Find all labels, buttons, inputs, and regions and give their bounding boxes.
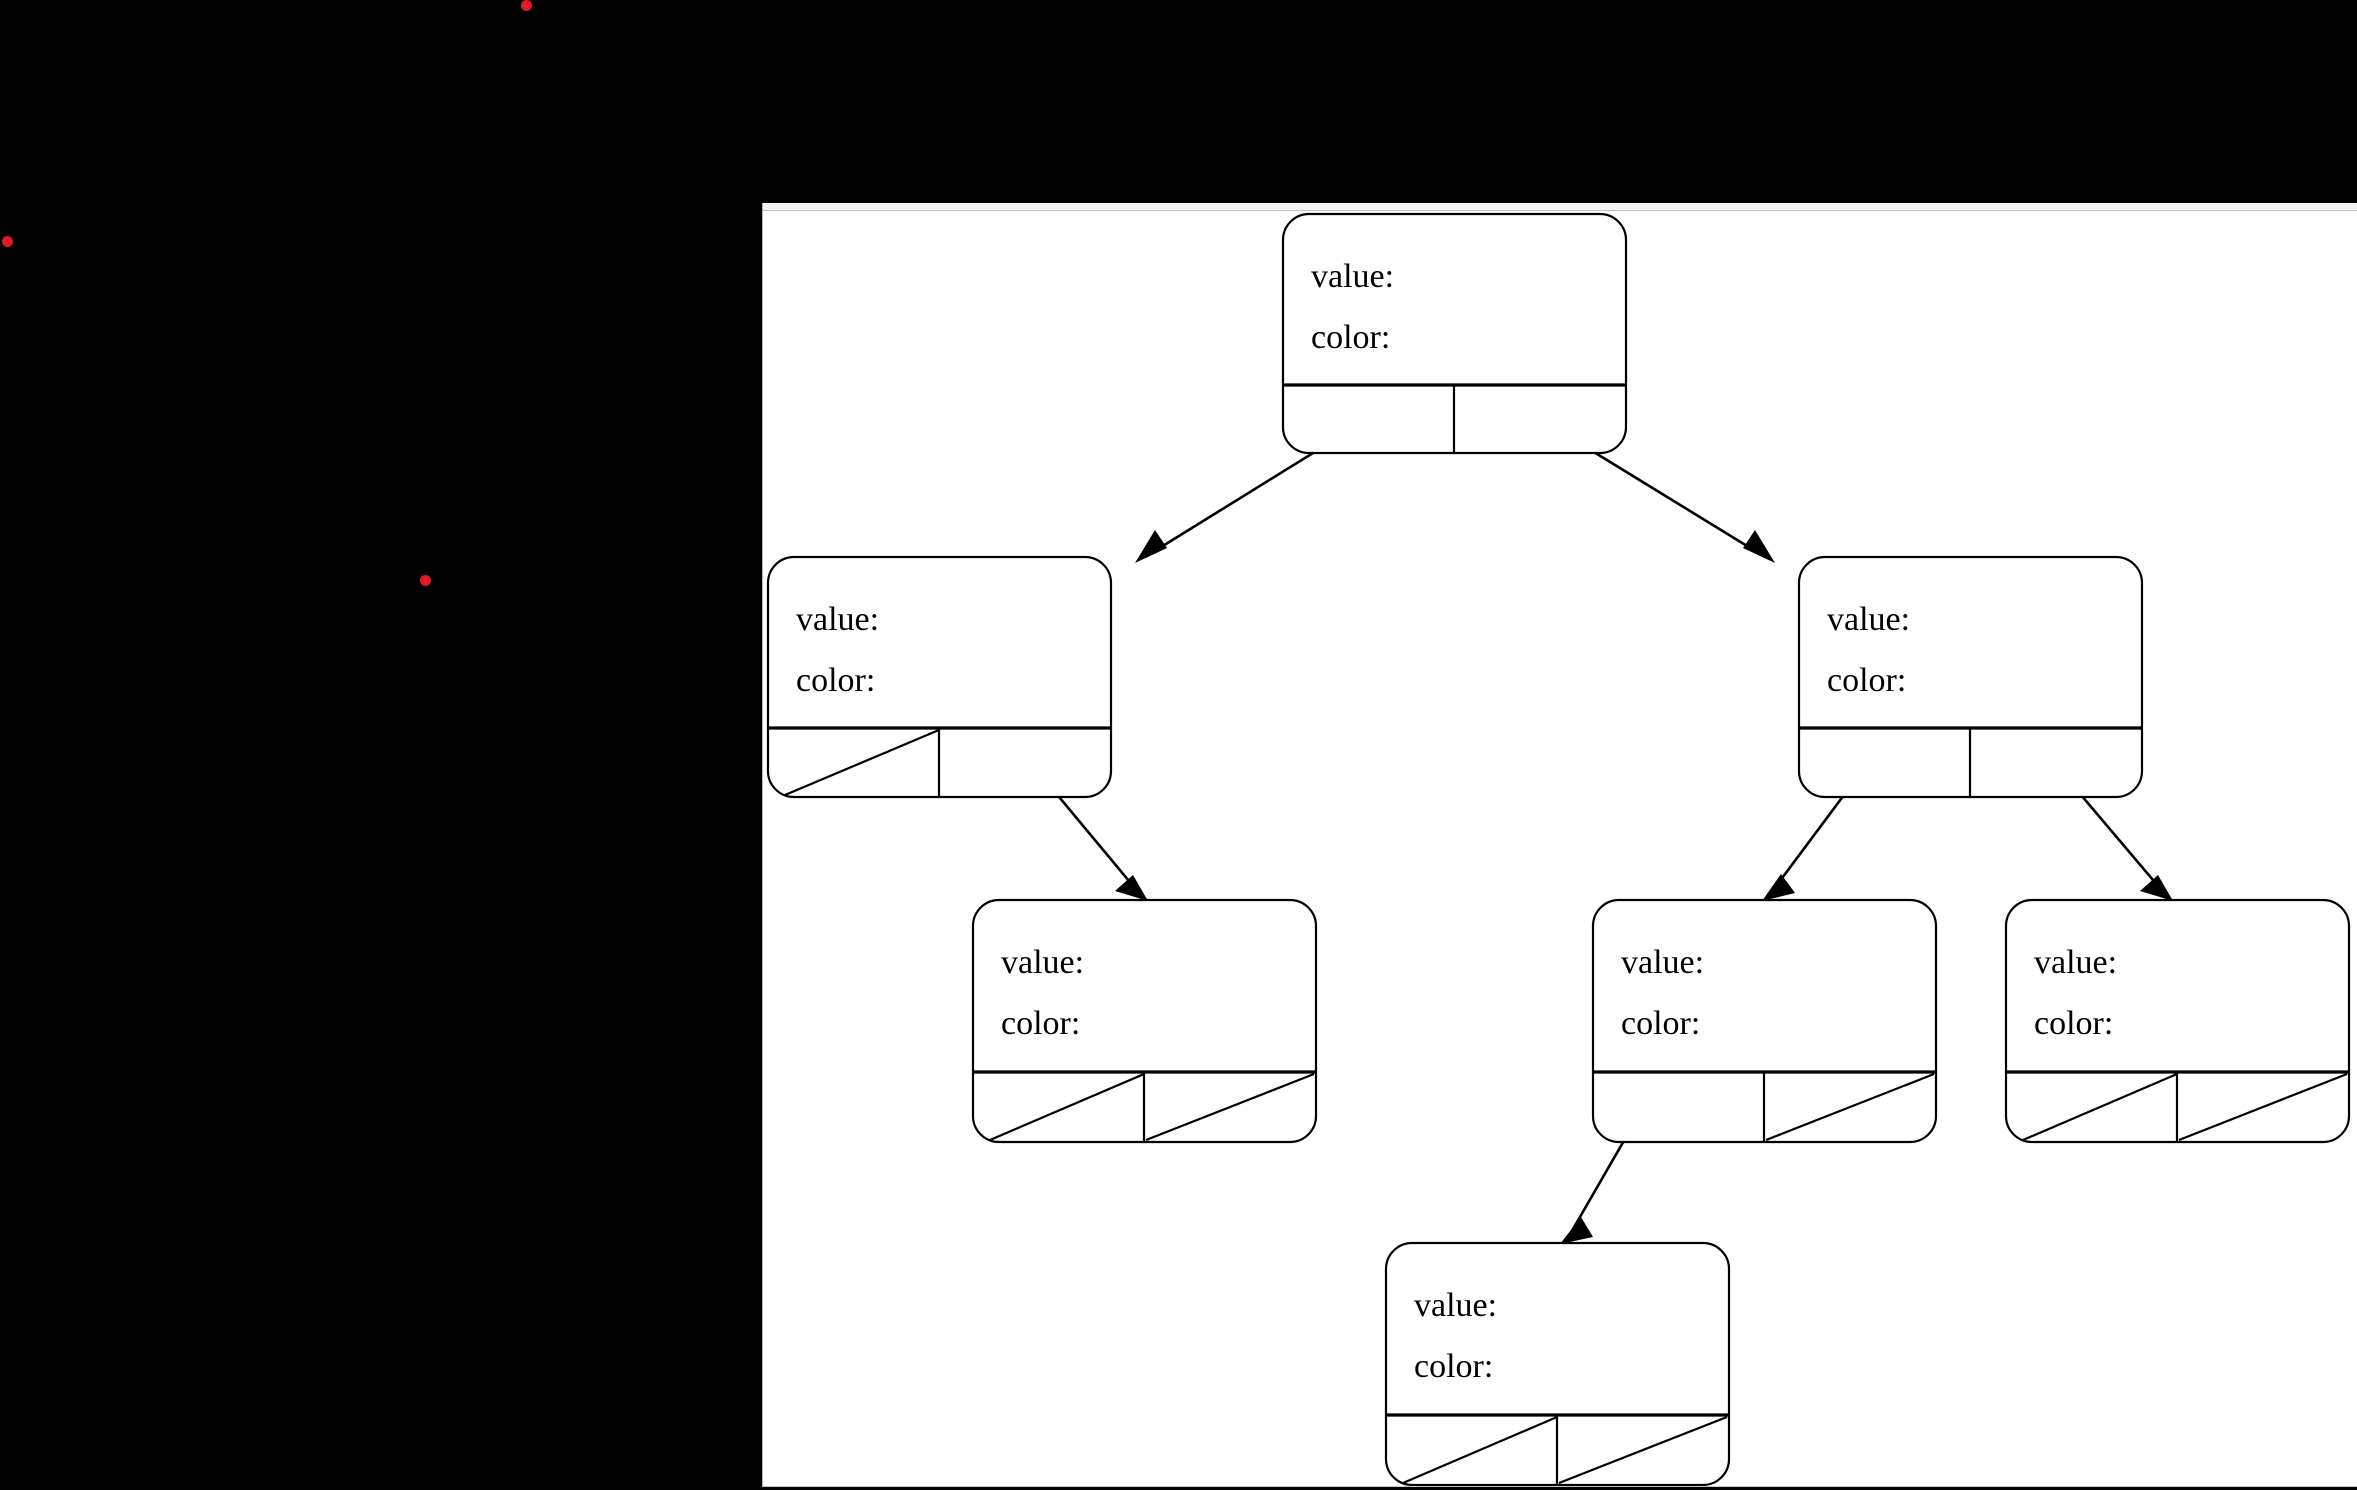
node-value-label: value:: [1827, 601, 1910, 638]
null-pointer-slash-left: [784, 728, 940, 797]
node-value-label: value:: [1311, 258, 1394, 295]
tree-node-right-child[interactable]: value: color:: [1797, 555, 2144, 799]
node-color-label: color:: [1621, 1005, 1700, 1042]
node-value-label: value:: [796, 601, 879, 638]
node-color-label: color:: [1311, 319, 1390, 356]
node-color-label: color:: [1414, 1348, 1493, 1385]
binary-tree-diagram: value: color: value: color: value: color…: [766, 212, 2351, 1486]
cursor-dot-1: [521, 0, 532, 11]
cursor-dot-3: [420, 575, 431, 586]
null-pointer-slash-right: [2178, 1072, 2348, 1142]
node-value-label: value:: [1001, 944, 1084, 981]
panel-header-strip: [763, 203, 2357, 211]
node-color-label: color:: [796, 662, 875, 699]
node-value-label: value:: [1621, 944, 1704, 981]
tree-node-leaf-b[interactable]: value: color:: [2004, 898, 2351, 1144]
node-color-label: color:: [1001, 1005, 1080, 1042]
tree-node-left-child[interactable]: value: color:: [766, 555, 1113, 799]
diagram-viewer-panel: value: color: value: color: value: color…: [762, 203, 2357, 1487]
node-color-label: color:: [1827, 662, 1906, 699]
tree-node-mid[interactable]: value: color:: [1591, 898, 1938, 1144]
node-color-label: color:: [2034, 1005, 2113, 1042]
null-pointer-slash-right: [1765, 1072, 1935, 1142]
node-value-label: value:: [2034, 944, 2117, 981]
tree-node-leaf-a[interactable]: value: color:: [971, 898, 1318, 1144]
tree-node-root[interactable]: value: color:: [1281, 212, 1628, 455]
null-pointer-slash-right: [1558, 1415, 1728, 1485]
null-pointer-slash-left: [989, 1072, 1145, 1142]
null-pointer-slash-right: [1145, 1072, 1315, 1142]
null-pointer-slash-left: [1402, 1415, 1558, 1485]
tree-node-leaf-c[interactable]: value: color:: [1384, 1241, 1731, 1486]
cursor-dot-2: [2, 236, 13, 247]
node-value-label: value:: [1414, 1287, 1497, 1324]
null-pointer-slash-left: [2022, 1072, 2178, 1142]
